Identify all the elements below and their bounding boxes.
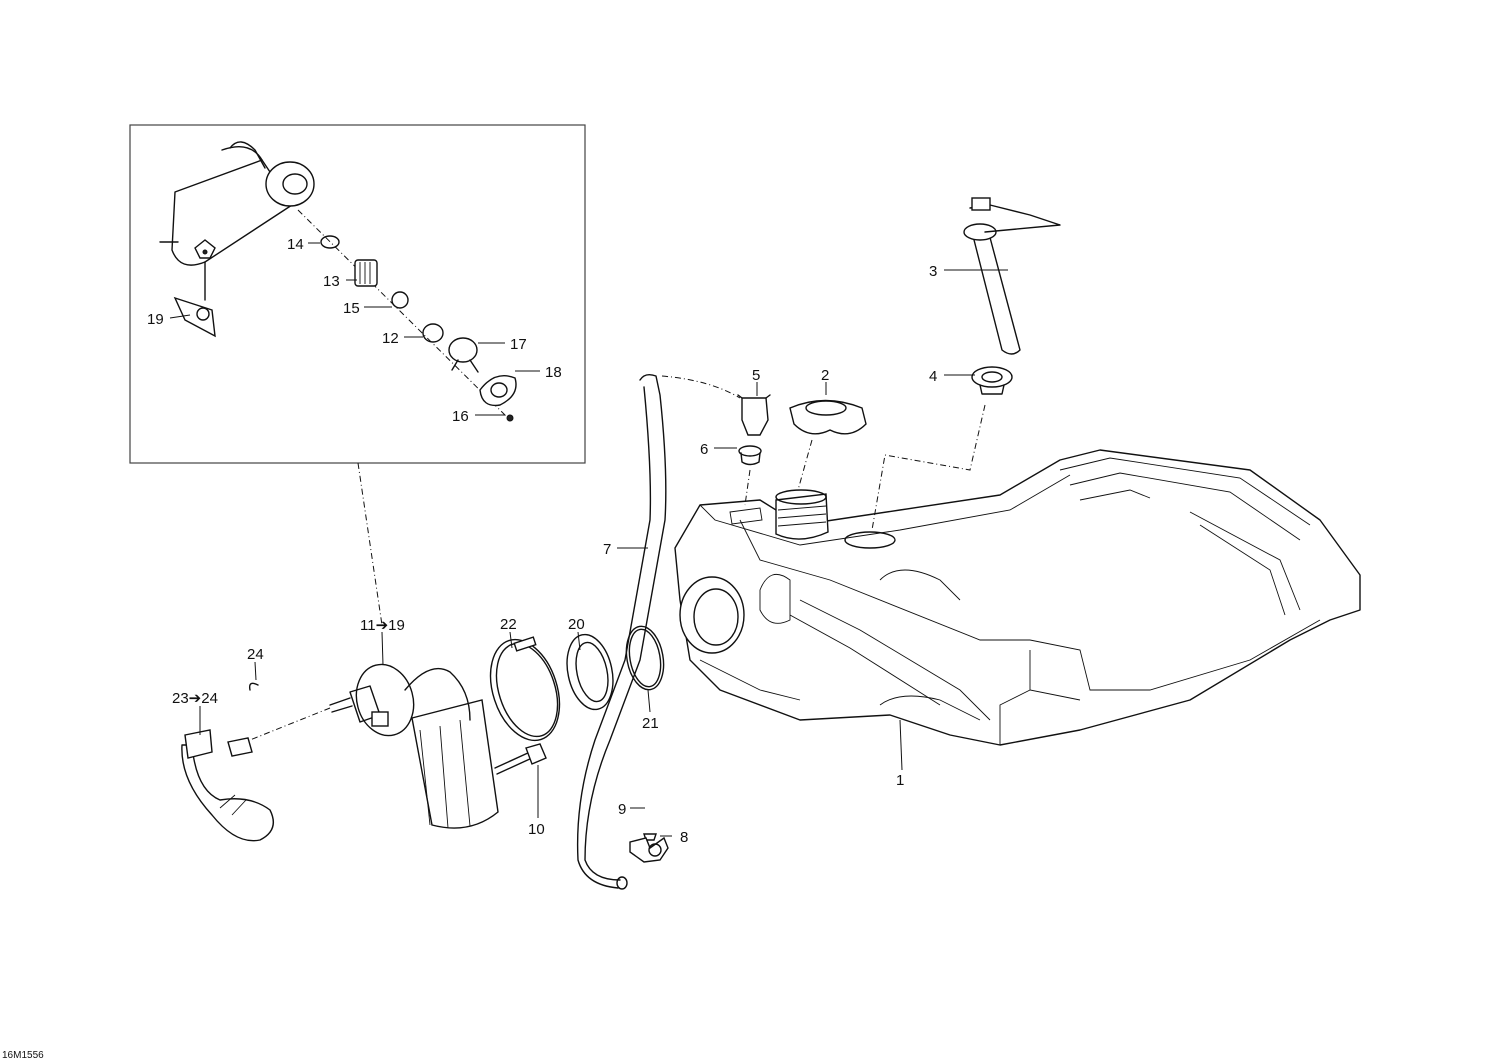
callout-9: 9 — [618, 801, 626, 818]
inset-oring-12 — [422, 323, 444, 343]
hose-retaining-clip — [248, 682, 259, 691]
fuel-level-sender — [963, 197, 1061, 355]
callout-15: 15 — [343, 300, 360, 317]
inset-regulator-17 — [448, 337, 479, 373]
callout-11-19: 11➔19 — [360, 617, 405, 634]
inset-axis-line — [297, 209, 511, 421]
sender-grommet — [971, 366, 1013, 395]
callout-5: 5 — [752, 367, 760, 384]
inset-pump-module — [159, 141, 315, 301]
drawing-code: 16M1556 — [2, 1050, 44, 1061]
vent-hose — [576, 373, 667, 890]
callout-22: 22 — [500, 616, 517, 633]
tank-oring — [625, 625, 665, 691]
inset-filter-19 — [173, 296, 216, 338]
callout-7: 7 — [603, 541, 611, 558]
callout-17: 17 — [510, 336, 527, 353]
fuel-cap — [789, 399, 867, 435]
inset-oring-14 — [320, 235, 340, 249]
lock-ring — [566, 633, 614, 711]
callout-3: 3 — [929, 263, 937, 280]
callout-labels: 1 2 3 4 5 6 7 8 9 10 11➔19 12 13 14 15 1… — [2, 236, 937, 1061]
bolt — [494, 743, 547, 775]
callout-18: 18 — [545, 364, 562, 381]
callout-21: 21 — [642, 715, 659, 732]
inset-connector-line — [357, 462, 383, 626]
inset-oring-15 — [391, 291, 409, 309]
callout-6: 6 — [700, 441, 708, 458]
callout-13: 13 — [323, 273, 340, 290]
callout-14: 14 — [287, 236, 304, 253]
callout-1: 1 — [896, 772, 904, 789]
leader-lines — [169, 242, 1008, 837]
callout-24: 24 — [247, 646, 264, 663]
callout-12: 12 — [382, 330, 399, 347]
callout-16: 16 — [452, 408, 469, 425]
fuel-pump-detail-inset — [129, 124, 586, 464]
fuel-supply-hose — [181, 729, 274, 842]
callout-8: 8 — [680, 829, 688, 846]
band-clamp — [489, 636, 561, 742]
callout-4: 4 — [929, 368, 937, 385]
inset-strainer-13 — [354, 259, 378, 287]
fuel-tank — [674, 449, 1361, 746]
inset-screw-16 — [506, 414, 514, 422]
callout-19: 19 — [147, 311, 164, 328]
callout-20: 20 — [568, 616, 585, 633]
inset-bracket-18 — [479, 375, 517, 407]
callout-10: 10 — [528, 821, 545, 838]
vent-valve — [737, 394, 771, 436]
callout-2: 2 — [821, 367, 829, 384]
grommet — [738, 445, 762, 466]
hose-clip — [629, 836, 669, 863]
fuel-pump-module — [244, 663, 499, 829]
callout-23-24: 23➔24 — [172, 690, 218, 707]
